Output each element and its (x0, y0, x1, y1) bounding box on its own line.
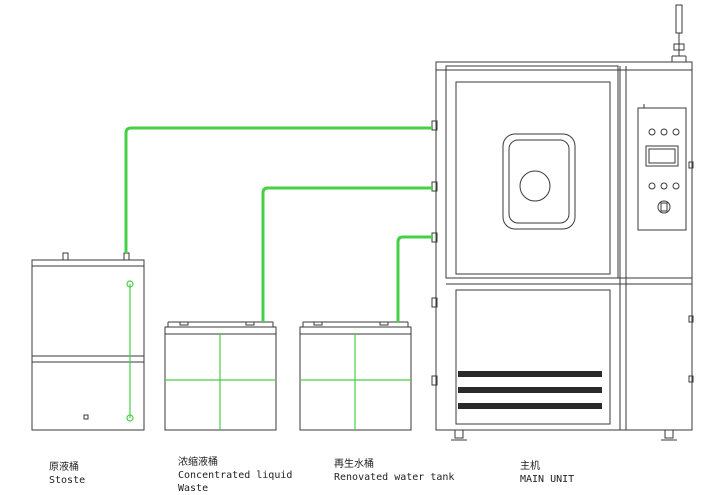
renovated-label-en: Renovated water tank (334, 472, 455, 483)
stoste-label: 原液桶 Stoste (49, 461, 85, 487)
button-icon[interactable] (672, 182, 680, 190)
button-icon[interactable] (672, 128, 680, 136)
button-icon[interactable] (648, 182, 656, 190)
stoste-label-en: Stoste (49, 475, 86, 486)
stoste-label-zh: 原液桶 (49, 462, 79, 473)
vent-slots (458, 371, 602, 409)
renovated-label-zh: 再生水桶 (334, 459, 374, 470)
concentrated-label-zh: 浓缩液桶 (178, 457, 218, 468)
renovated-label: 再生水桶 Renovated water tank (334, 458, 454, 484)
main-unit-label: 主机 MAIN UNIT (520, 460, 574, 486)
button-icon[interactable] (648, 128, 656, 136)
concentrated-label-en-2: Waste (178, 483, 209, 494)
control-panel (645, 128, 680, 214)
power-switch-icon[interactable] (657, 200, 671, 214)
main-unit (431, 4, 694, 441)
main-unit-label-en: MAIN UNIT (520, 474, 575, 485)
concentrated-pipe (261, 186, 433, 322)
renovated-pipe (396, 235, 433, 322)
concentrated-label: 浓缩液桶 Concentrated liquid Waste (178, 456, 292, 495)
display-screen-icon (645, 145, 679, 167)
button-icon[interactable] (660, 182, 668, 190)
main-unit-label-zh: 主机 (520, 461, 540, 472)
button-icon[interactable] (660, 128, 668, 136)
stoste-tank (31, 252, 145, 431)
concentrated-label-en-1: Concentrated liquid (178, 470, 293, 481)
stoste-pipe (124, 126, 433, 253)
